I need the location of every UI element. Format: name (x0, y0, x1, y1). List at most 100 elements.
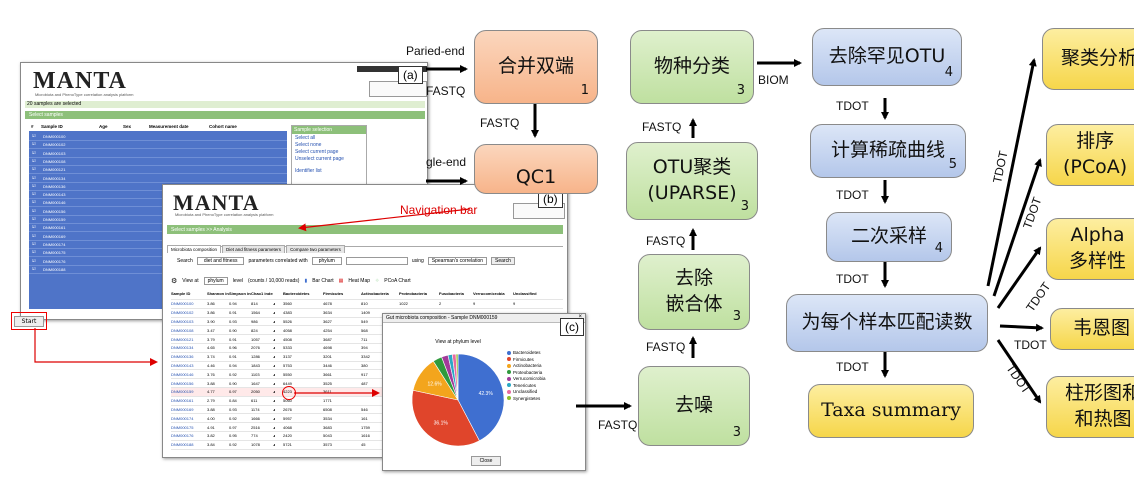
sample-row[interactable]: ☑DNM000102 (29, 141, 287, 150)
sample-selection-item[interactable]: Select all (295, 135, 316, 141)
sample-column-header[interactable]: # (31, 124, 34, 129)
pie-chart-icon[interactable]: ◕ (273, 371, 276, 377)
pie-chart-icon[interactable]: ◕ (273, 310, 276, 316)
row-checkbox[interactable]: ☑ (32, 133, 36, 138)
row-checkbox[interactable]: ☑ (32, 232, 36, 238)
sample-row[interactable]: ☑DNM000146 (29, 199, 287, 208)
correlation-select[interactable]: Spearman's correlation (427, 257, 488, 265)
pie-chart-icon[interactable]: ◕ (273, 345, 276, 351)
sample-row[interactable]: ☑DNM000136 (29, 183, 287, 191)
heat-map-link[interactable]: Heat Map (348, 278, 371, 284)
pie-chart-icon[interactable]: ◕ (273, 336, 276, 342)
sample-row[interactable]: ☑DNM000161 (29, 224, 287, 233)
analysis-tab[interactable]: Microbiota composition (167, 245, 222, 253)
taxon-select[interactable] (345, 257, 408, 265)
legend-item[interactable]: Firmicutes (507, 357, 546, 362)
sample-row[interactable]: ☑DNM000143 (29, 191, 287, 200)
sample-selection-item[interactable]: Select none (295, 142, 322, 148)
legend-item[interactable]: Synergistetes (507, 396, 546, 401)
sample-row[interactable]: ☑DNM000100 (29, 133, 287, 141)
sample-column-header[interactable]: Measurement date (149, 124, 189, 129)
search-button[interactable]: Search (491, 257, 515, 265)
popup-close-button[interactable]: Close (471, 456, 501, 466)
row-checkbox[interactable]: ☑ (32, 199, 36, 205)
sample-selection-item[interactable]: Unselect current page (295, 156, 344, 162)
sample-row[interactable]: ☑DNM000175 (29, 249, 287, 258)
row-checkbox[interactable]: ☑ (32, 207, 36, 213)
sample-row[interactable]: ☑DNM000174 (29, 241, 287, 249)
sample-column-header[interactable]: Age (99, 124, 108, 129)
row-checkbox[interactable]: ☑ (32, 240, 36, 246)
row-checkbox[interactable]: ☑ (32, 191, 36, 197)
analysis-tab[interactable]: Diet and fitness parameters (222, 245, 286, 253)
sample-selection-item[interactable]: Identifier list (295, 168, 322, 174)
sample-column-header[interactable]: Cohort name (209, 124, 237, 129)
pie-chart-icon[interactable]: ◕ (273, 415, 276, 421)
pie-chart-icon[interactable]: ◕ (273, 318, 276, 324)
diet-fitness-select[interactable]: diet and fitness (196, 257, 245, 265)
pie-chart-icon[interactable]: ◕ (273, 389, 276, 395)
pie-chart-icon[interactable]: ◕ (273, 442, 276, 448)
bar-chart-link[interactable]: Bar Chart (312, 278, 334, 284)
legend-item[interactable]: Proteobacteria (507, 370, 546, 375)
row-checkbox[interactable]: ☑ (32, 182, 36, 188)
row-checkbox[interactable]: ☑ (32, 216, 36, 221)
phylum-select[interactable]: phylum (311, 257, 342, 265)
legend-item[interactable]: Bacteroidetes (507, 350, 546, 355)
pcoa-chart-link[interactable]: PCoA Chart (384, 278, 411, 284)
row-checkbox[interactable]: ☑ (32, 166, 36, 172)
breadcrumb[interactable]: Select samples >> Analysis (171, 227, 232, 233)
sample-row[interactable]: ☑DNM000176 (29, 258, 287, 266)
pie-chart-icon[interactable]: ◕ (273, 406, 276, 412)
pie-chart-icon[interactable]: ◕ (273, 398, 276, 404)
pie-chart-icon[interactable]: ◕ (273, 380, 276, 386)
legend-item[interactable]: Actinobacteria (507, 363, 546, 368)
sample-row[interactable]: ☑DNM000156 (29, 208, 287, 216)
row-checkbox[interactable]: ☑ (32, 174, 36, 180)
sample-row[interactable]: ☑DNM000169 (29, 233, 287, 241)
sample-column-header[interactable]: Sex (123, 124, 132, 129)
sample-row[interactable]: ☑DNM000159 (29, 216, 287, 224)
legend-item[interactable]: Unclassified (507, 389, 546, 394)
sample-row[interactable]: ☑DNM000188 (29, 266, 287, 274)
level-select[interactable]: phylum (203, 277, 228, 285)
sample-column-header[interactable]: Sample ID (41, 124, 63, 129)
sample-row[interactable]: ☑DNM000103 (29, 150, 287, 158)
pie-chart-icon[interactable]: ◕ (273, 362, 276, 368)
pie-chart-icon[interactable]: ◕ (273, 301, 276, 307)
pie-chart-icon[interactable]: ◕ (273, 354, 276, 360)
row-checkbox[interactable]: ☑ (32, 224, 36, 230)
analysis-tab[interactable]: Compare two parameters (286, 245, 345, 253)
row-checkbox[interactable]: ☑ (32, 149, 36, 155)
gear-icon[interactable]: ⚙ (171, 278, 178, 285)
sample-selection-item[interactable]: Select current page (295, 149, 339, 155)
pie-chart-icon[interactable]: ◕ (273, 424, 276, 430)
row-checkbox[interactable]: ☑ (32, 157, 36, 163)
start-button[interactable]: Start (14, 316, 44, 327)
row-checkbox[interactable]: ☑ (32, 141, 36, 147)
pie-chart-icon[interactable]: ◕ (273, 327, 276, 333)
legend-item[interactable]: Tenericutes (507, 383, 546, 388)
sample-row[interactable]: ☑DNM000134 (29, 175, 287, 183)
row-checkbox[interactable]: ☑ (32, 257, 36, 263)
sample-row[interactable]: ☑DNM000121 (29, 166, 287, 175)
sample-row[interactable]: ☑DNM000108 (29, 158, 287, 166)
row-checkbox[interactable]: ☑ (32, 265, 36, 271)
legend-item[interactable]: Verrucomicrobia (507, 376, 546, 381)
